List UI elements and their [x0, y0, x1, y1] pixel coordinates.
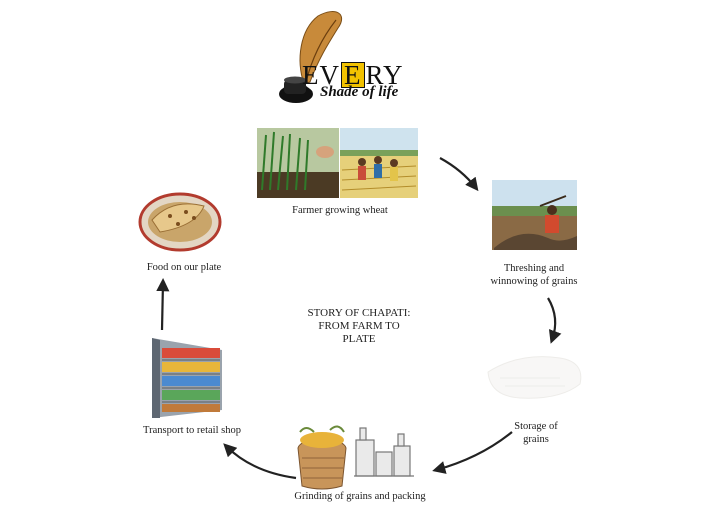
food-plate-image — [138, 192, 222, 252]
step-label-food: Food on our plate — [146, 262, 222, 273]
storage-image — [487, 356, 582, 399]
diagram-title-line-2: FROM FARM TO — [318, 320, 400, 332]
diagram-title-line-1: STORY OF CHAPATI: — [307, 307, 411, 319]
step-label-storage: Storage of grains — [514, 421, 558, 446]
step-label-threshing: Threshing and winnowing of grains — [490, 263, 578, 288]
grinding-image — [297, 425, 414, 490]
arrow-transport-to-food — [156, 278, 170, 331]
threshing-image — [492, 180, 577, 250]
logo-inkpot-icon — [279, 76, 313, 103]
step-label-grinding: Grinding of grains and packing — [294, 491, 426, 502]
arrow-threshing-to-storage — [547, 297, 562, 344]
brand-tagline: Shade of life — [320, 84, 399, 100]
retail-shop-image — [152, 338, 222, 418]
arrow-storage-to-grinding — [432, 431, 513, 474]
arrow-grinding-to-transport — [223, 443, 297, 480]
step-label-farmer: Farmer growing wheat — [292, 205, 388, 216]
arrow-farmer-to-threshing — [439, 157, 479, 192]
step-label-transport: Transport to retail shop — [143, 425, 241, 436]
farmer-image — [257, 128, 418, 198]
diagram-title-line-3: PLATE — [342, 333, 376, 345]
diagram-title: STORY OF CHAPATI: FROM FARM TO PLATE — [290, 307, 428, 346]
